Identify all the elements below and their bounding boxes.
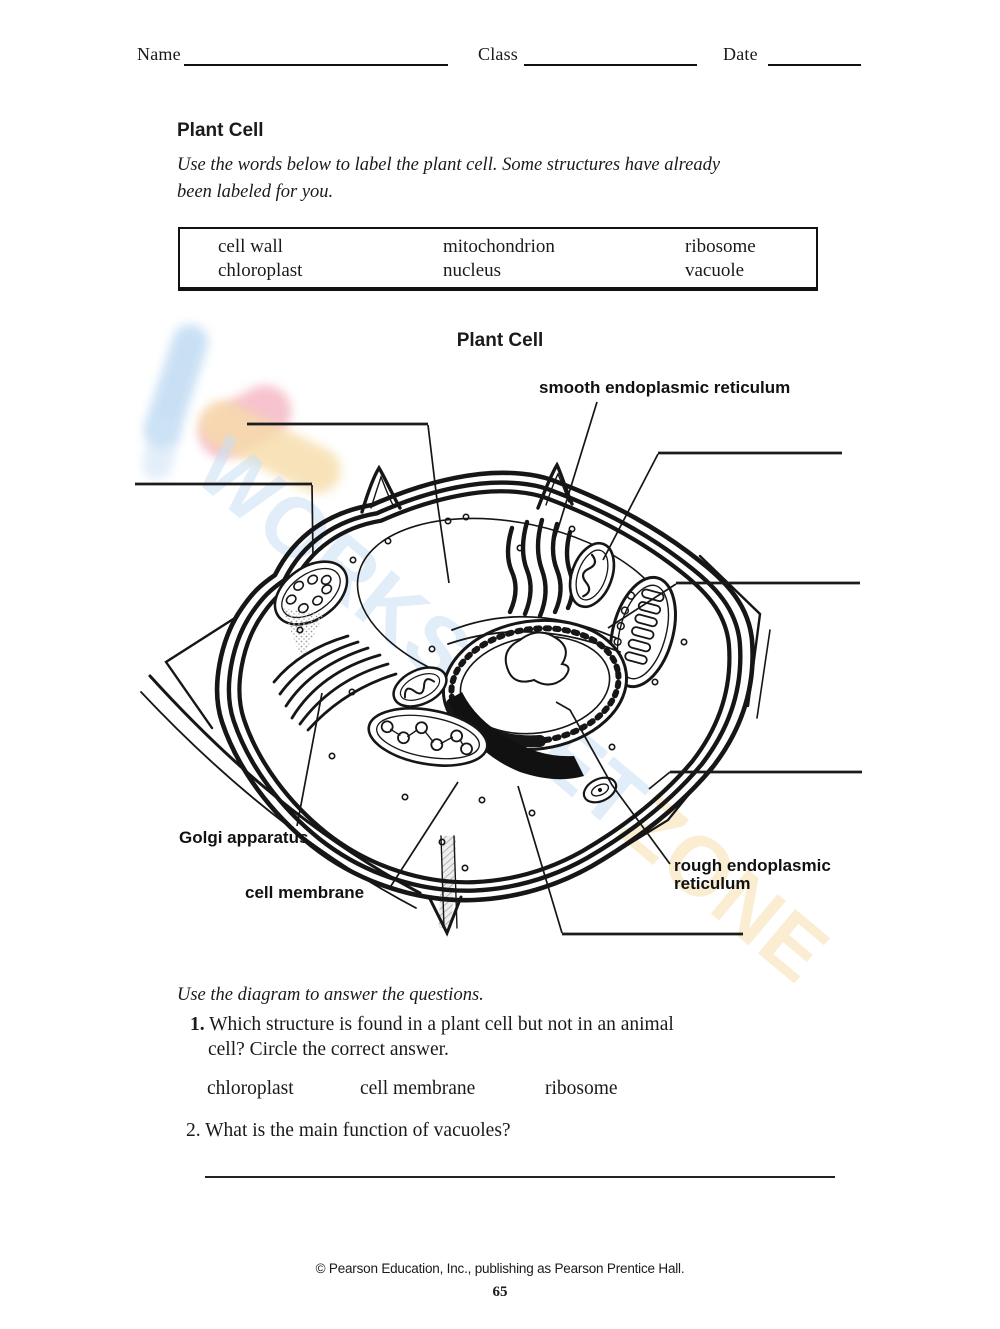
- leader-smooth-er: [552, 401, 598, 546]
- instructions-line-2: been labeled for you.: [177, 182, 334, 202]
- name-label: Name: [137, 44, 181, 64]
- word-bank-column-2: mitochondrion nucleus: [443, 235, 555, 283]
- word-bank-item: vacuole: [685, 260, 745, 281]
- question-1-line-2: cell? Circle the correct answer.: [208, 1039, 449, 1060]
- chloroplast-right-shape: [609, 575, 677, 689]
- leader-blank-left: [311, 484, 314, 558]
- smooth-er-shape: [505, 517, 575, 619]
- ribosome-dots: [296, 513, 688, 872]
- golgi-shape: [272, 634, 398, 732]
- word-bank-box: cell wall chloroplast mitochondrion nucl…: [178, 227, 818, 291]
- word-bank-item: cell wall: [218, 236, 283, 257]
- word-bank-item: chloroplast: [218, 260, 303, 281]
- diagram-answer-blanks: [135, 422, 862, 936]
- question-2-number: 2.: [186, 1120, 201, 1141]
- word-bank-item: mitochondrion: [443, 236, 555, 257]
- word-bank-column-1: cell wall chloroplast: [218, 235, 302, 283]
- word-bank-item: ribosome: [685, 236, 756, 257]
- leader-rough-er: [555, 701, 671, 865]
- leader-blank-top-left: [427, 424, 450, 584]
- copyright-notice: © Pearson Education, Inc., publishing as…: [315, 1261, 685, 1276]
- mitochondrion-center-shape: [392, 666, 448, 708]
- instructions: Use the words below to label the plant c…: [177, 152, 857, 206]
- leader-cell-membrane: [388, 781, 459, 890]
- label-golgi-apparatus: Golgi apparatus: [179, 828, 309, 847]
- word-bank-column-3: ribosome vacuole: [685, 235, 756, 283]
- leader-blank-right-1: [602, 453, 659, 561]
- chloroplast-lower-shape: [367, 707, 489, 767]
- diagram-title: Plant Cell: [456, 330, 544, 351]
- question-1-line-1: Which structure is found in a plant cell…: [209, 1014, 674, 1035]
- name-blank-line[interactable]: [184, 46, 448, 66]
- q1-option-ribosome[interactable]: ribosome: [545, 1078, 618, 1099]
- question-1-number: 1.: [190, 1014, 205, 1035]
- section-title: Plant Cell: [177, 120, 264, 141]
- question-2-answer-line[interactable]: [205, 1158, 835, 1178]
- nucleus-shape: [441, 615, 629, 780]
- q1-option-chloroplast[interactable]: chloroplast: [207, 1078, 294, 1099]
- question-1: 1. Which structure is found in a plant c…: [190, 1012, 674, 1037]
- leader-blank-bottom: [517, 785, 563, 934]
- class-blank-line[interactable]: [524, 46, 697, 66]
- leader-blank-right-3: [648, 771, 671, 790]
- date-label: Date: [723, 44, 758, 64]
- leader-blank-right-2: [607, 583, 677, 629]
- label-rough-er: rough endoplasmic reticulum: [674, 857, 831, 893]
- label-smooth-er: smooth endoplasmic reticulum: [539, 378, 791, 397]
- label-cell-membrane: cell membrane: [245, 883, 365, 902]
- leader-golgi: [296, 692, 323, 827]
- instructions-line-1: Use the words below to label the plant c…: [177, 155, 721, 175]
- question-2-text: What is the main function of vacuoles?: [205, 1120, 511, 1141]
- word-bank-item: nucleus: [443, 260, 502, 281]
- class-label: Class: [478, 44, 519, 64]
- label-rough-er-line-2: reticulum: [674, 874, 751, 893]
- small-organelle-shape: [582, 776, 618, 804]
- questions-intro: Use the diagram to answer the questions.: [177, 985, 484, 1005]
- q1-option-cell-membrane[interactable]: cell membrane: [360, 1078, 476, 1099]
- chloroplast-left-shape: [273, 560, 349, 626]
- page-number: 65: [492, 1284, 508, 1300]
- leader-lines: [296, 401, 677, 934]
- question-2: 2. What is the main function of vacuoles…: [186, 1118, 511, 1143]
- label-rough-er-line-1: rough endoplasmic: [674, 856, 831, 875]
- date-blank-line[interactable]: [768, 46, 861, 66]
